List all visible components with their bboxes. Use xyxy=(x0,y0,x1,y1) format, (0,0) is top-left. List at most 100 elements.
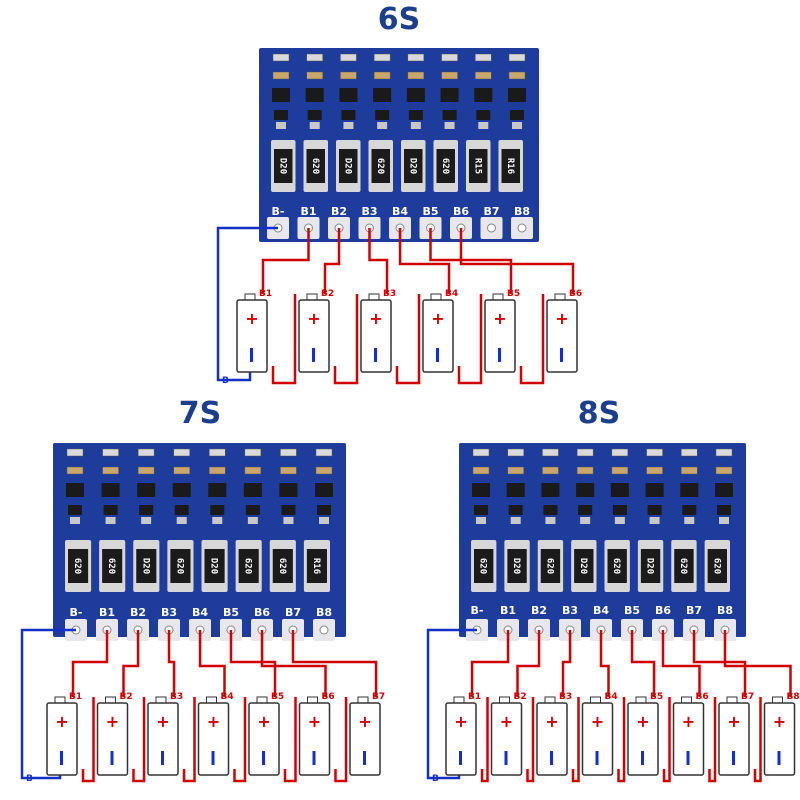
battery-label: B6 xyxy=(322,692,335,702)
mosfet xyxy=(476,110,491,120)
battery-terminal xyxy=(105,696,116,704)
resistor-label: 620 xyxy=(478,558,488,574)
battery-label: B7 xyxy=(372,692,385,702)
minus-sign xyxy=(312,751,316,765)
battery-cell xyxy=(96,702,129,776)
mosfet-tab xyxy=(649,517,660,524)
resistor-face xyxy=(404,149,423,183)
plus-sign: + xyxy=(369,309,382,328)
smd-resistor xyxy=(173,448,190,457)
resistor-face xyxy=(306,149,325,183)
mosfet-tab xyxy=(276,122,286,129)
battery-terminal xyxy=(726,696,738,704)
mosfet-tab xyxy=(377,122,388,129)
smd-capacitor xyxy=(576,466,594,475)
minus-sign xyxy=(459,751,462,765)
cell-link-wire xyxy=(271,294,297,385)
mosfet-tab xyxy=(309,122,320,129)
smd-resistor xyxy=(244,448,262,457)
battery-label: B4 xyxy=(221,692,234,702)
mosfet xyxy=(508,505,523,515)
battery-cell xyxy=(490,702,523,776)
smd-resistor xyxy=(472,448,490,457)
resistor-face xyxy=(204,549,225,583)
smd-resistor xyxy=(340,53,357,62)
mosfet xyxy=(474,505,488,515)
pad-label: B- xyxy=(471,604,484,617)
plus-sign: + xyxy=(55,712,68,731)
resistor-label: 620 xyxy=(174,558,184,574)
smd-resistor xyxy=(306,53,323,62)
smd-resistor xyxy=(507,448,524,457)
mosfet xyxy=(103,505,118,515)
battery-label: B3 xyxy=(170,692,183,702)
battery-cell xyxy=(349,702,381,776)
smd-capacitor xyxy=(681,466,698,475)
minus-sign xyxy=(312,348,315,362)
mosfet-tab xyxy=(614,517,625,524)
minus-sign xyxy=(262,751,265,765)
plus-sign: + xyxy=(257,712,270,731)
resistor-face xyxy=(640,549,661,583)
battery-label: B1 xyxy=(468,692,481,702)
cell-link-wire xyxy=(519,294,545,385)
smd-resistor xyxy=(280,448,297,457)
cell-link-wire xyxy=(333,294,359,385)
mosfet xyxy=(210,505,225,515)
battery-cell xyxy=(236,299,268,373)
resistor-label: R15 xyxy=(472,158,482,174)
smd-resistor xyxy=(373,53,391,62)
plus-sign: + xyxy=(773,712,786,731)
resistor-label: 620 xyxy=(611,558,621,574)
plus-sign: + xyxy=(358,712,371,731)
ic-chip xyxy=(406,88,425,102)
mosfet-tab xyxy=(545,517,556,524)
cell-link-wire xyxy=(526,697,535,783)
mosfet-tab xyxy=(512,122,522,129)
smd-capacitor xyxy=(611,466,629,475)
mosfet xyxy=(307,110,322,120)
smd-capacitor xyxy=(209,466,226,475)
smd-resistor xyxy=(542,448,559,457)
positive-wire xyxy=(71,630,109,697)
battery-label: B2 xyxy=(514,692,527,702)
mosfet xyxy=(717,505,731,515)
mosfet xyxy=(281,505,296,515)
ic-chip xyxy=(508,88,526,102)
cell-link-wire xyxy=(480,697,489,783)
minus-sign xyxy=(560,348,563,362)
plus-sign: + xyxy=(156,712,169,731)
pad-label: B1 xyxy=(300,205,316,218)
resistor-face xyxy=(469,149,488,183)
battery-label: B4 xyxy=(605,692,618,702)
pad-label: B1 xyxy=(99,606,115,619)
mosfet-tab xyxy=(476,517,486,524)
battery-label: B2 xyxy=(120,692,133,702)
cell-link-wire xyxy=(334,697,348,783)
resistor-label: 620 xyxy=(277,558,287,574)
pad-label: B6 xyxy=(655,604,671,617)
cell-link-wire xyxy=(233,697,247,783)
mosfet-tab xyxy=(719,517,729,524)
smd-capacitor xyxy=(407,71,425,80)
pad-hole xyxy=(517,223,527,233)
smd-resistor xyxy=(475,53,492,62)
battery-terminal xyxy=(453,696,465,704)
pad-label: B- xyxy=(70,606,83,619)
resistor-label: 620 xyxy=(243,558,253,574)
battery-cell xyxy=(536,702,568,776)
battery-cell xyxy=(718,702,750,776)
pad-label: B3 xyxy=(562,604,578,617)
ic-chip xyxy=(541,483,560,497)
minus-sign xyxy=(732,751,735,765)
smd-resistor xyxy=(407,53,425,62)
resistor-label: 620 xyxy=(440,158,450,174)
mosfet xyxy=(317,505,331,515)
positive-wire xyxy=(368,228,389,294)
positive-wire xyxy=(229,630,277,697)
resistor-label: D20 xyxy=(209,558,219,574)
pad-label: B3 xyxy=(161,606,177,619)
positive-wire xyxy=(429,228,513,294)
